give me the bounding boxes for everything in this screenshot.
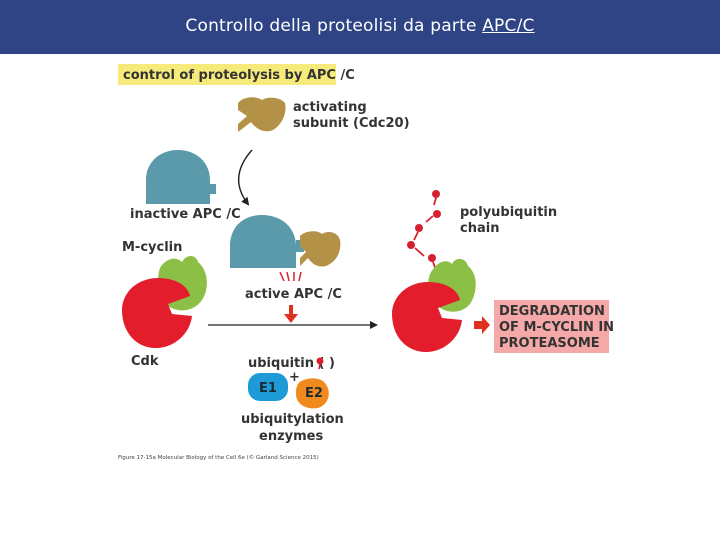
red-arrow-right [474,316,490,334]
activation-arrow [239,150,252,204]
degradation-label-2: OF M-CYCLIN IN [499,320,614,335]
activating-subunit-label-2: subunit (Cdc20) [293,116,410,131]
degradation-label-3: PROTEASOME [499,336,600,351]
active-cdc20-shape [300,231,340,266]
polyubiquitin-label-1: polyubiquitin [460,205,557,220]
activating-subunit-label-1: activating [293,100,367,115]
figure-title: control of proteolysis by APC /C [123,68,355,83]
plus-sign: + [289,370,300,385]
degradation-label-1: DEGRADATION [499,304,605,319]
cdk-right-shape [392,282,462,352]
polyubiquitin-label-2: chain [460,221,499,236]
m-cyclin-label: M-cyclin [122,240,182,255]
active-apc-shape [230,215,304,268]
ubiquitin-label-end: ) [329,356,335,371]
cdk-label: Cdk [131,354,159,369]
active-apc-label: active APC /C [245,287,342,302]
cdc20-subunit-shape [238,97,286,132]
activity-ticks [280,272,301,281]
e2-label: E2 [305,386,323,401]
ubiquitin-label-start: ubiquitin ( [248,356,324,371]
ubiquitylation-label-1: ubiquitylation [241,412,344,427]
red-arrow-down [284,305,298,323]
inactive-apc-shape [146,150,216,204]
ubiquitylation-label-2: enzymes [259,429,323,444]
e1-label: E1 [259,381,277,396]
polyubiquitin-chain [407,190,441,270]
cdk-left-shape [122,278,192,348]
inactive-apc-label: inactive APC /C [130,207,241,222]
figure-credit: Figure 17-15a Molecular Biology of the C… [118,454,319,461]
